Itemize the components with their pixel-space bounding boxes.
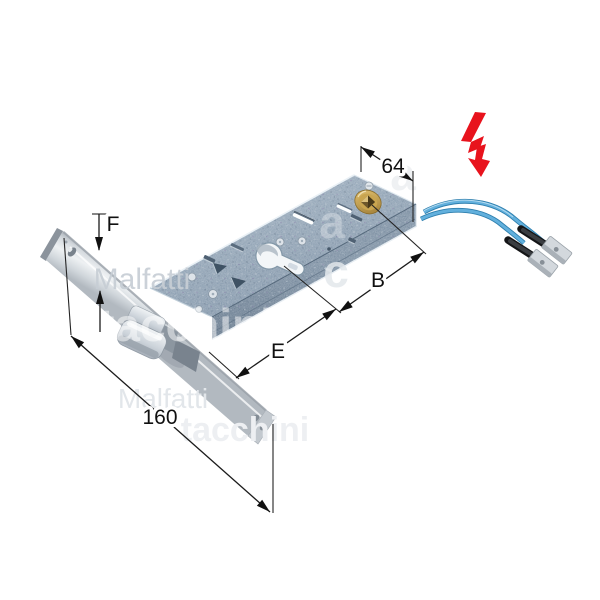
dimension-arrow (410, 252, 424, 264)
edge-screw-mark (324, 267, 332, 273)
dimension-arrow (256, 499, 270, 512)
watermark: Malfatti tacchini Malfatti tacchini c a (94, 196, 349, 449)
dimension-arrow (339, 300, 353, 312)
extension-line (208, 351, 240, 380)
triangle-cutouts (212, 263, 246, 290)
dimension-F: F (92, 210, 123, 332)
dimension-160: 160 (63, 237, 274, 513)
latch-bolt (116, 319, 167, 360)
dimension-arrow (95, 237, 103, 251)
watermark-text-line2-faint: tacchini (181, 411, 309, 449)
spade-terminal-1 (541, 236, 573, 265)
dimension-arrow (96, 290, 104, 304)
dimension-label-F: F (107, 213, 120, 236)
extension-line (371, 204, 427, 255)
extension-line (283, 265, 342, 314)
watermark-ghost-letter: a (319, 196, 345, 248)
dimension-label-B: B (371, 269, 385, 292)
dimension-arrow (361, 147, 375, 159)
watermark-ghost-letter: c (323, 245, 349, 297)
faceplate-left-edge (40, 228, 63, 261)
dimension-label-160: 160 (142, 406, 177, 429)
dimension-64: 64 (360, 146, 414, 222)
dimension-arrow (322, 309, 336, 321)
dimension-arrow (71, 336, 85, 349)
dimension-arrow (399, 169, 413, 181)
extension-line (63, 237, 72, 336)
vent-slots (202, 202, 363, 265)
dimension-label-E: E (271, 340, 285, 363)
latch-assembly (116, 305, 200, 372)
dimension-arrow (236, 366, 250, 378)
wiring (419, 198, 573, 278)
watermark-text-line2: tacchini (99, 299, 273, 351)
mounting-rivets (187, 181, 374, 313)
wire-blue-1 (422, 198, 550, 248)
wire-blue-2 (419, 207, 526, 245)
watermark-text-line1: Malfatti (94, 263, 191, 296)
high-voltage-icon (461, 112, 490, 177)
watermark-text-line1-faint: Malfatti (118, 383, 208, 414)
dimension-B: B (283, 204, 427, 314)
spade-terminal-2 (527, 249, 559, 278)
dimension-E: E (208, 308, 337, 380)
keyhole-cutout (255, 242, 305, 276)
latch-bracket-lower (172, 340, 200, 372)
dimension-label-64: 64 (381, 155, 405, 178)
